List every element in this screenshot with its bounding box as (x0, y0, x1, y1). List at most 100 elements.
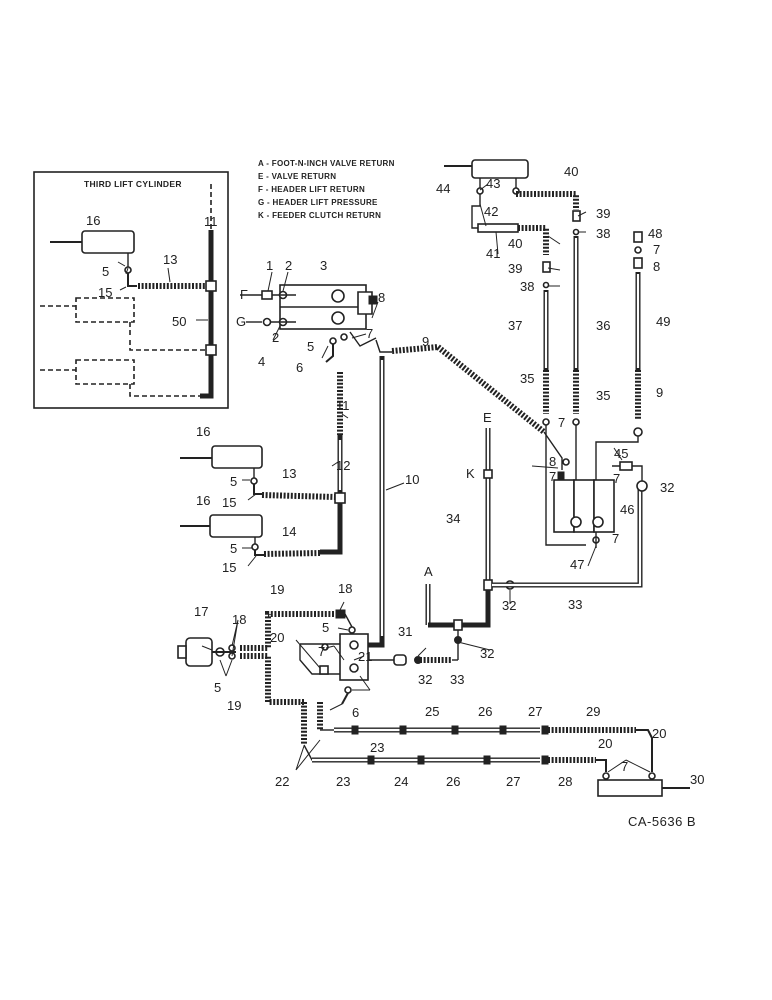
callout: 7 (612, 531, 619, 546)
callout: 15 (222, 495, 236, 510)
fitting-48 (633, 231, 643, 243)
valve-fitting-8 (368, 295, 378, 305)
callout: 9 (656, 385, 663, 400)
callout: 40 (508, 236, 522, 251)
hose-19-lower (240, 653, 304, 705)
inset-lift-cylinder (81, 230, 135, 254)
control-valve-area (177, 609, 458, 761)
lower-hose-runs (312, 725, 690, 797)
callout: 44 (436, 181, 450, 196)
valve-bank-46 (553, 458, 615, 548)
callout: 33 (450, 672, 464, 687)
callout: 39 (508, 261, 522, 276)
port-letter-f: F (240, 287, 248, 302)
callout: 40 (564, 164, 578, 179)
line-37-down (545, 425, 586, 546)
joint (451, 725, 459, 735)
callout: 48 (648, 226, 662, 241)
callout: 7 (558, 415, 565, 430)
hose-9-diagonal (436, 344, 546, 435)
upper-cyl-elbow (253, 484, 262, 495)
callout: 15 (98, 285, 112, 300)
lower-cyl-elbow (254, 550, 264, 556)
legend: A - FOOT-N-INCH VALVE RETURN E - VALVE R… (258, 159, 394, 220)
header-lift-valve-assembly (240, 284, 563, 648)
hose-joints (351, 725, 549, 765)
tube-33-inner (492, 486, 642, 587)
callout: 16 (86, 213, 100, 228)
callout: 10 (405, 472, 419, 487)
callout: 30 (690, 772, 704, 787)
callout: 15 (222, 560, 236, 575)
callout: 26 (478, 704, 492, 719)
elbow-20-fitting (319, 665, 329, 675)
callout: 8 (653, 259, 660, 274)
port-letters: F G E K A (236, 287, 492, 579)
inset-elbow (127, 273, 137, 287)
callout: 22 (275, 774, 289, 789)
joint (399, 725, 407, 735)
callout: 2 (272, 330, 279, 345)
oring-8-bank (562, 458, 570, 466)
callout: 32 (660, 480, 674, 495)
callout: 24 (394, 774, 408, 789)
callout: 12 (336, 458, 350, 473)
oring-7-48 (634, 246, 642, 254)
pump-body (185, 637, 213, 667)
fitting-45 (619, 461, 633, 471)
joint (499, 725, 507, 735)
inset-oring (124, 266, 132, 274)
callout: 8 (378, 290, 385, 305)
callout: 5 (230, 474, 237, 489)
inset-phantom-cylinder-2 (40, 359, 200, 397)
tube-lower-cylinder (320, 503, 343, 555)
inset-tee-upper (205, 280, 217, 292)
callout: 16 (196, 424, 210, 439)
callout: 20 (270, 630, 284, 645)
check-32-top (636, 480, 648, 492)
callout: 26 (446, 774, 460, 789)
elbow-20-right-lower (596, 759, 607, 772)
callout: 5 (322, 620, 329, 635)
callout: 13 (282, 466, 296, 481)
callout: 7 (653, 242, 660, 257)
callout: 41 (486, 246, 500, 261)
callout: 5 (214, 680, 221, 695)
oring-7-valve (340, 333, 348, 341)
hose-13 (261, 492, 336, 500)
fitting-18 (335, 609, 346, 619)
oring-7-block-right (648, 772, 656, 780)
oring-7-49 (633, 427, 643, 437)
hose-9-fitting (375, 339, 392, 353)
inset-frame (33, 171, 229, 409)
hose-19-upper (240, 611, 336, 651)
callout: 1 (266, 258, 273, 273)
callout: 34 (446, 511, 460, 526)
oring-38-right (572, 228, 580, 236)
callout: 27 (528, 704, 542, 719)
callout: 11 (204, 214, 218, 229)
oring-7-block-left (602, 772, 610, 780)
tee-k (483, 469, 493, 479)
callout: 7 (366, 326, 373, 341)
callout: 18 (338, 581, 352, 596)
callout: 35 (520, 371, 534, 386)
callout: 20 (652, 726, 666, 741)
callout: 9 (422, 334, 429, 349)
callout: 8 (549, 454, 556, 469)
oring-7-35-left (542, 418, 550, 426)
callout: 6 (296, 360, 303, 375)
callout: 37 (508, 318, 522, 333)
valve-port-upper (331, 289, 345, 303)
oring-5-valve (329, 337, 337, 345)
control-valve-port-2 (349, 663, 359, 673)
fitting-18-lead (344, 613, 353, 628)
callout: 45 (614, 446, 628, 461)
callout: 13 (163, 252, 177, 267)
port-letter-a: A (424, 564, 433, 579)
callout: 17 (194, 604, 208, 619)
joint (367, 755, 375, 765)
return-tubes (425, 428, 648, 660)
